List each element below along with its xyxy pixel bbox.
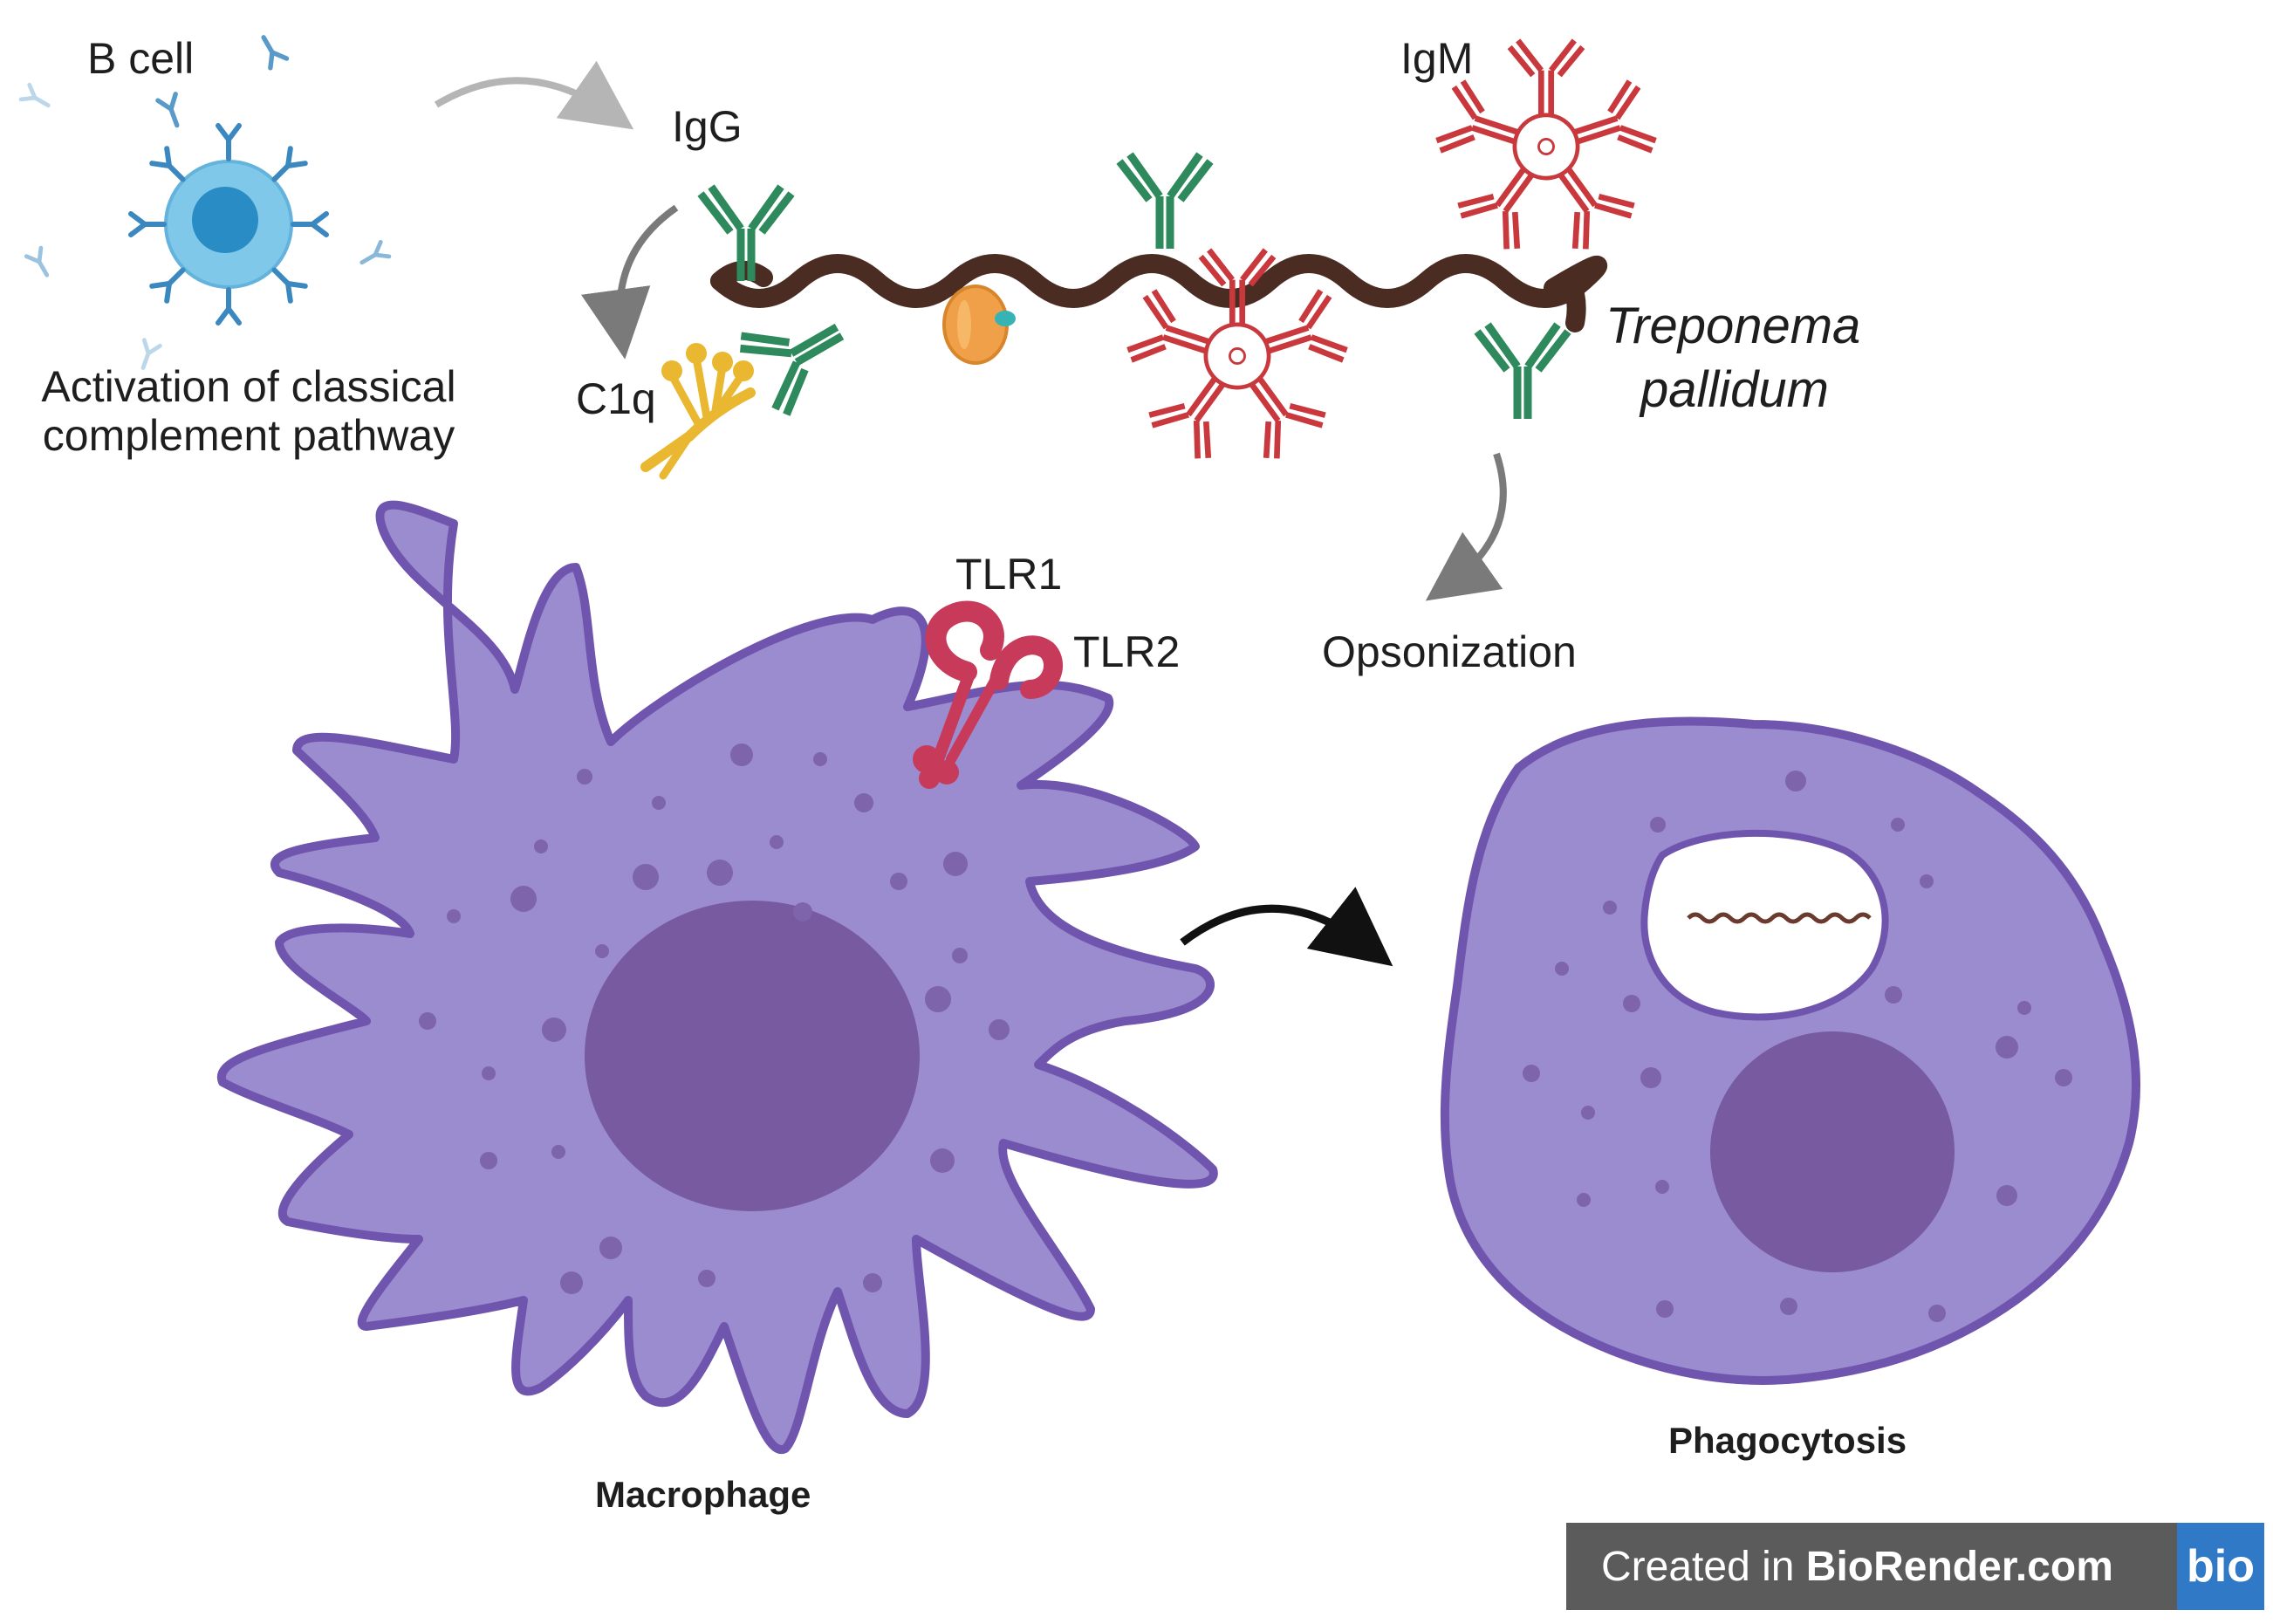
tlr2-label: TLR2 xyxy=(1073,627,1181,676)
watermark-text: Created in BioRender.com xyxy=(1566,1543,2177,1591)
opsonization-label: Opsonization xyxy=(1322,627,1577,676)
tlr-receptor xyxy=(913,600,1063,789)
c1q-complex xyxy=(640,343,756,480)
b-cell-label: B cell xyxy=(87,34,195,83)
igm-pentamers xyxy=(1125,40,1658,463)
phagocytic-cell xyxy=(1440,716,2140,1385)
pallidum-label: pallidum xyxy=(1640,361,1829,418)
igg-label: IgG xyxy=(672,102,743,151)
tlr1-label: TLR1 xyxy=(955,550,1063,599)
phagocytosis-arrow xyxy=(1180,887,1393,967)
membrane-protein xyxy=(942,284,1016,365)
biorender-logo: bio xyxy=(2177,1523,2264,1610)
igm-label: IgM xyxy=(1400,34,1474,83)
watermark-brand: BioRender.com xyxy=(1805,1543,2113,1590)
biorender-watermark: Created in BioRender.com bio xyxy=(1566,1523,2264,1610)
b-cell-to-pathogen-arrow xyxy=(434,60,634,130)
watermark-prefix: Created in xyxy=(1601,1543,1806,1590)
c1q-label: C1q xyxy=(576,374,656,423)
opsonization-arrow xyxy=(1425,452,1507,601)
macrophage xyxy=(216,500,1218,1454)
phagocytosis-label: Phagocytosis xyxy=(1668,1420,1907,1461)
igg-to-c1q-arrow xyxy=(581,204,679,360)
igg-antibodies xyxy=(701,154,1568,419)
b-cell xyxy=(131,126,326,323)
activation-label-line2: complement pathway xyxy=(42,411,455,460)
macrophage-label: Macrophage xyxy=(595,1474,811,1515)
treponema-label: Treponema xyxy=(1605,298,1861,354)
activation-label-line1: Activation of classical xyxy=(41,362,456,411)
